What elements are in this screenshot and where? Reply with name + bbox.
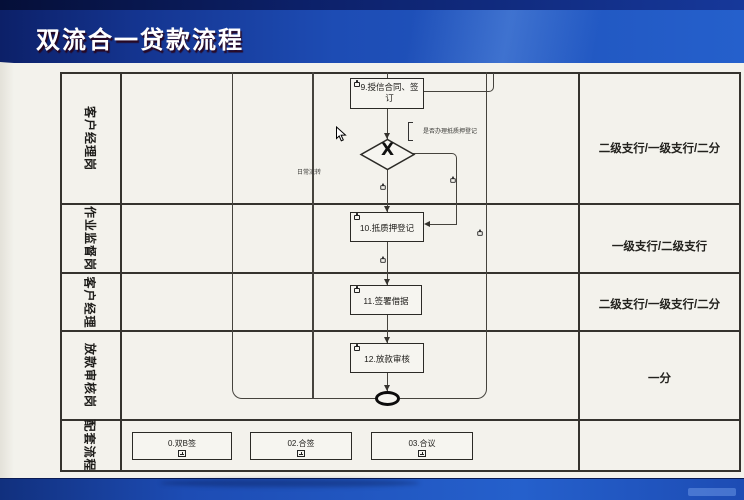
flow-step-11: 11.签署借据 [350, 285, 422, 315]
arrowhead-decision [383, 133, 390, 139]
org-label-4: 一分 [648, 373, 671, 385]
lane-label-2-text: 作业监督岗 [82, 205, 97, 272]
connector-decision-step10 [386, 169, 388, 212]
table-bottom-border [60, 470, 741, 472]
subflow-box-2-label: 02.合签 [287, 439, 315, 448]
subflow-box-3: 03.合议 [371, 432, 473, 460]
plus-box-icon [297, 450, 305, 457]
lane-divider-4 [60, 419, 741, 421]
org-label-2: 一级支行/二级支行 [611, 241, 708, 253]
branch-annotation: 日常流转 [297, 170, 322, 176]
connector-middle-vertical [312, 72, 314, 398]
subflow-box-1: 0.双B签 [132, 432, 232, 460]
lock-marker-icon [477, 229, 483, 236]
lane-label-4: 放款审核岗 [60, 332, 120, 419]
page-title: 双流合一贷款流程 [36, 27, 244, 54]
arrowhead-step12 [383, 337, 390, 343]
arrowhead-step10-right [424, 221, 430, 227]
connector-top-step9 [386, 72, 388, 78]
lock-marker-icon [450, 176, 456, 183]
lock-marker-icon [380, 256, 386, 263]
connector-step12-end [386, 373, 388, 391]
lane-label-3-text: 客户经理 [82, 275, 97, 329]
lane-label-1: 客户经理岗 [60, 74, 120, 203]
footer-band [0, 478, 744, 500]
lane-divider-1 [60, 203, 741, 205]
connector-decision-right-branch [413, 153, 457, 224]
subflow-box-1-label: 0.双B签 [167, 439, 196, 448]
lane-label-5-text: 配套流程 [82, 419, 97, 472]
plus-box-icon [178, 450, 186, 457]
table-left-border [60, 72, 62, 472]
lane-divider-2 [60, 272, 741, 274]
flow-step-9-label: 9.授信合同、签订 [360, 82, 419, 104]
lock-icon [354, 344, 360, 351]
slide-left-shade [0, 62, 14, 478]
connector-step9-return [424, 73, 494, 92]
flow-step-12: 12.放款审核 [350, 343, 424, 373]
lane-label-1-text: 客户经理岗 [82, 105, 97, 172]
org-label-1: 二级支行/一级支行/二分 [598, 143, 721, 155]
connector-left-loop [232, 72, 377, 399]
plus-box-icon [418, 450, 426, 457]
arrowhead-end [383, 385, 390, 391]
footer-shade [160, 479, 420, 487]
lane-label-2: 作业监督岗 [60, 205, 120, 272]
arrowhead-step10 [383, 206, 390, 212]
watermark [688, 488, 736, 496]
subflow-box-3-label: 03.合议 [408, 439, 436, 448]
label-column-border [120, 72, 122, 472]
lane-label-5: 配套流程 [60, 419, 120, 472]
header-band [0, 0, 744, 63]
flow-step-10: 10.抵质押登记 [350, 212, 424, 242]
table-right-border [739, 72, 741, 472]
annotation-bracket [408, 122, 413, 141]
decision-annotation: 是否办理抵质押登记 [423, 129, 478, 135]
lock-marker-icon [380, 183, 386, 190]
flow-step-12-label: 12.放款审核 [364, 354, 410, 364]
mouse-cursor-icon [336, 126, 347, 142]
lock-icon [354, 80, 360, 87]
lane-label-3: 客户经理 [60, 274, 120, 330]
connector-step10-step11 [386, 242, 388, 285]
end-terminator [375, 391, 400, 406]
org-label-3: 二级支行/一级支行/二分 [598, 299, 721, 311]
flow-step-9: 9.授信合同、签订 [350, 78, 424, 109]
decision-label: X [380, 140, 395, 160]
flow-step-11-label: 11.签署借据 [363, 296, 409, 306]
connector-step9-decision [386, 109, 388, 139]
arrowhead-step11 [383, 279, 390, 285]
decision-diamond [359, 138, 416, 171]
connector-step11-step12 [386, 315, 388, 343]
flow-step-10-label: 10.抵质押登记 [359, 223, 415, 233]
org-column-border [578, 72, 580, 472]
lock-icon [354, 286, 360, 293]
header-top-stripe [0, 0, 744, 10]
connector-right-loop [400, 72, 487, 399]
lane-label-4-text: 放款审核岗 [82, 342, 97, 409]
lane-divider-3 [60, 330, 741, 332]
subflow-box-2: 02.合签 [250, 432, 352, 460]
lock-icon [354, 213, 360, 220]
connector-branch-into-step10 [429, 223, 457, 225]
